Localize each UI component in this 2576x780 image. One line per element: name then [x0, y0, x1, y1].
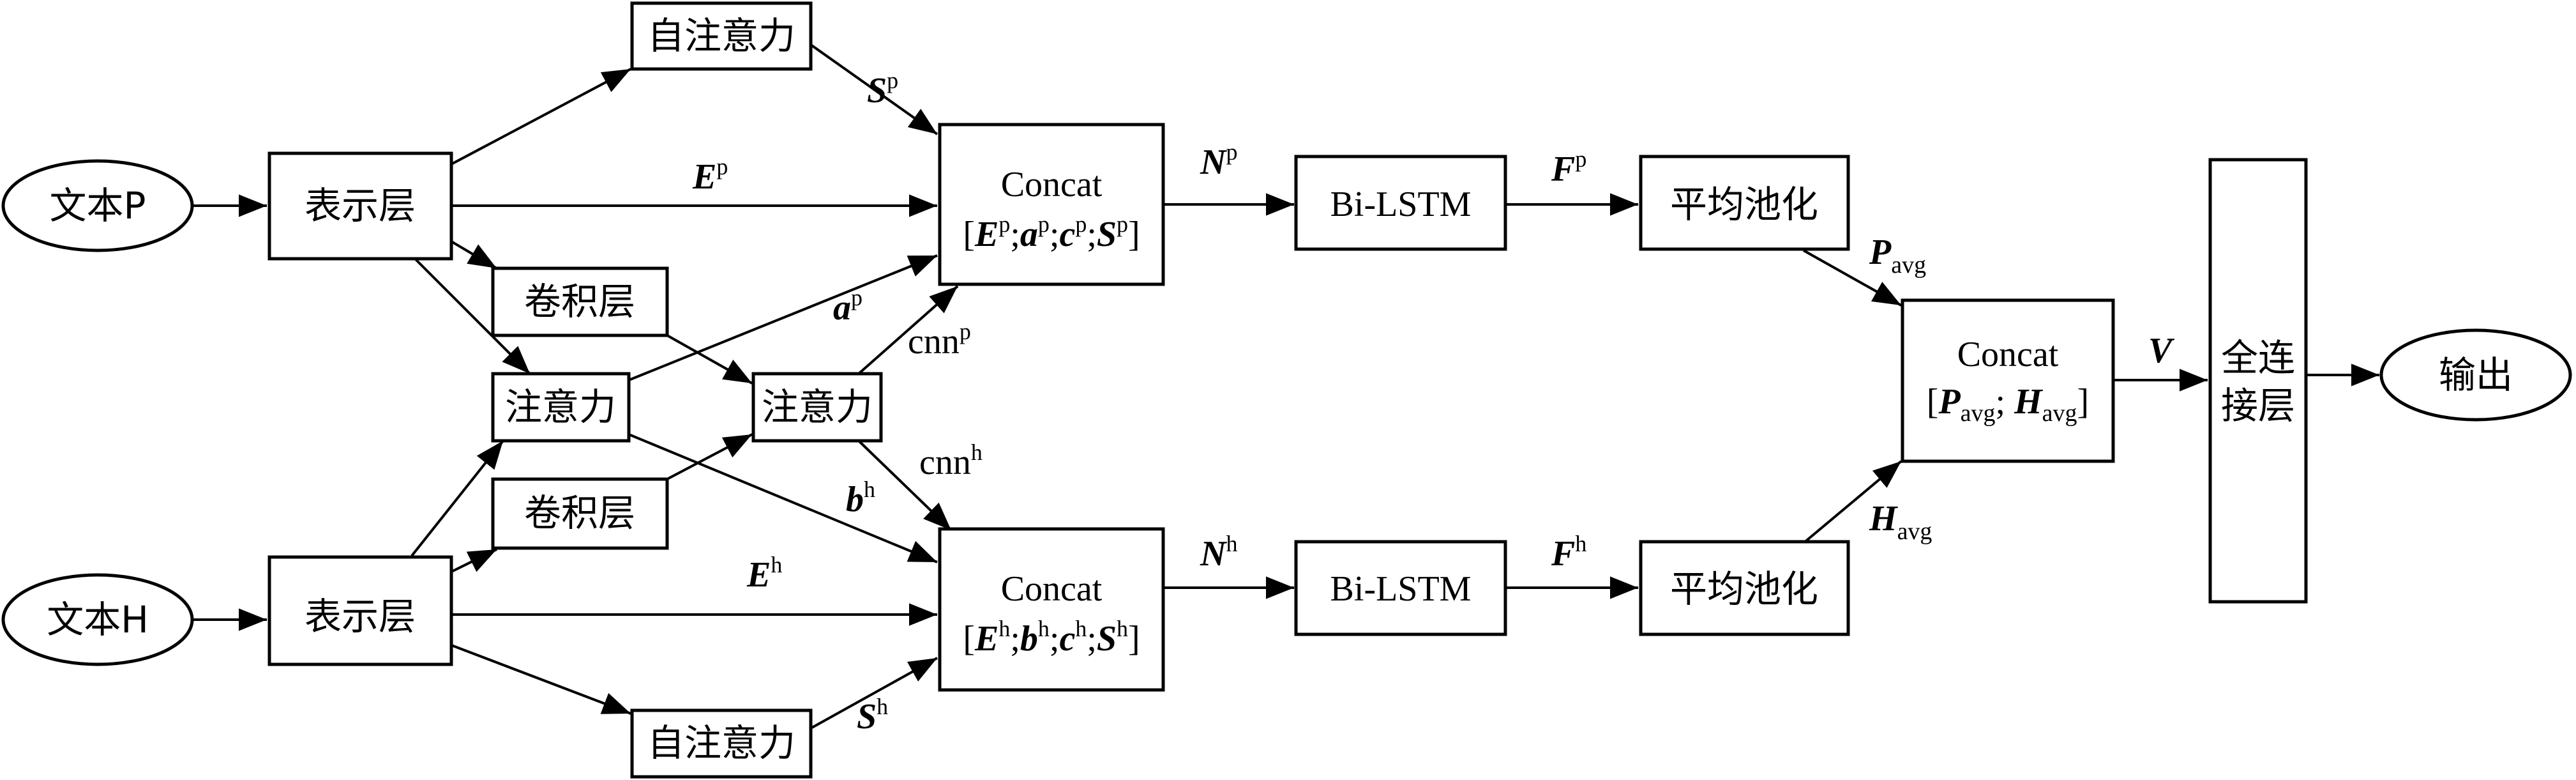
edge-selfattp-concatp	[810, 43, 938, 135]
label-a-p: ap	[833, 285, 862, 328]
output-label: 输出	[2439, 353, 2513, 397]
repr-h-label: 表示层	[305, 595, 416, 638]
label-e-p: Ep	[692, 154, 728, 197]
concat-v-title: Concat	[1957, 335, 2059, 374]
edges	[192, 43, 2379, 730]
node-concat-v: Concat [Pavg; Havg]	[1901, 298, 2115, 463]
fc-label-line1: 全连	[2221, 336, 2295, 379]
node-concat-p: Concat [Ep;ap;cp;Sp]	[938, 123, 1165, 286]
pool-p-label: 平均池化	[1670, 183, 1818, 226]
edge-reprh-selfatth	[451, 644, 631, 715]
edge-att2-concatp-cnn	[857, 285, 959, 375]
node-bilstm-p: Bi-LSTM	[1294, 155, 1507, 251]
text-p-label: 文本P	[50, 184, 146, 227]
concat-h-content: [Eh;bh;ch;Sh]	[963, 616, 1140, 659]
label-h-avg: Havg	[1869, 499, 1932, 545]
text-h-label: 文本H	[47, 598, 149, 641]
concat-p-title: Concat	[1001, 165, 1103, 204]
node-att-2: 注意力	[751, 372, 883, 443]
fc-label-line2: 接层	[2221, 384, 2295, 427]
label-e-h: Eh	[746, 552, 782, 595]
node-bilstm-h: Bi-LSTM	[1294, 540, 1507, 636]
edge-reprh-convh	[451, 548, 497, 573]
label-n-h: Nh	[1200, 531, 1237, 574]
node-text-p: 文本P	[1, 159, 194, 252]
edge-reprp-att1	[414, 257, 531, 375]
node-conv-h: 卷积层	[491, 477, 669, 550]
label-s-h: Sh	[857, 694, 888, 737]
edge-att1-concatp-a	[628, 254, 938, 381]
label-cnn-p: cnnp	[908, 319, 971, 362]
conv-p-label: 卷积层	[524, 280, 635, 323]
edge-reprh-att1	[411, 440, 504, 557]
edge-convh-att2	[667, 433, 753, 480]
conv-h-label: 卷积层	[524, 491, 635, 535]
node-text-h: 文本H	[1, 573, 194, 666]
node-att-1: 注意力	[491, 372, 631, 443]
pool-h-label: 平均池化	[1670, 567, 1818, 611]
label-cnn-h: cnnh	[919, 440, 983, 482]
concat-v-content: [Pavg; Havg]	[1927, 382, 2089, 427]
edge-att2-concath-cnn	[857, 440, 953, 531]
selfatt-p-label: 自注意力	[647, 14, 795, 57]
node-selfatt-p: 自注意力	[630, 1, 813, 71]
label-b-h: bh	[846, 477, 875, 519]
node-fc: 全连 接层	[2208, 158, 2308, 604]
node-repr-h: 表示层	[267, 555, 453, 666]
node-selfatt-h: 自注意力	[630, 708, 813, 779]
edge-reprp-convp	[450, 240, 498, 270]
edge-reprp-selfattp	[451, 68, 631, 165]
edge-att1-concath-b	[628, 433, 938, 563]
label-n-p: Np	[1200, 139, 1237, 182]
label-p-avg: Pavg	[1869, 233, 1926, 279]
edge-selfatth-concath	[810, 657, 938, 730]
edge-poolp-concatv	[1803, 249, 1902, 307]
bilstm-p-label: Bi-LSTM	[1330, 185, 1472, 224]
label-f-p: Fp	[1551, 146, 1586, 189]
node-pool-p: 平均池化	[1639, 155, 1850, 251]
concat-p-content: [Ep;ap;cp;Sp]	[963, 211, 1140, 254]
bilstm-h-label: Bi-LSTM	[1330, 569, 1472, 609]
edge-convp-att2	[667, 334, 753, 385]
node-pool-h: 平均池化	[1639, 540, 1850, 636]
node-repr-p: 表示层	[267, 151, 453, 261]
node-conv-p: 卷积层	[491, 266, 669, 337]
att-2-label: 注意力	[762, 385, 873, 429]
selfatt-h-label: 自注意力	[647, 721, 795, 765]
repr-p-label: 表示层	[305, 184, 416, 227]
att-1-label: 注意力	[505, 385, 616, 429]
edge-poolh-concatv	[1802, 460, 1902, 544]
label-f-h: Fh	[1551, 531, 1586, 574]
label-v: V	[2148, 331, 2175, 371]
node-concat-h: Concat [Eh;bh;ch;Sh]	[938, 527, 1165, 692]
node-output: 输出	[2379, 328, 2572, 422]
label-s-p: Sp	[867, 68, 898, 111]
concat-h-title: Concat	[1001, 569, 1103, 609]
